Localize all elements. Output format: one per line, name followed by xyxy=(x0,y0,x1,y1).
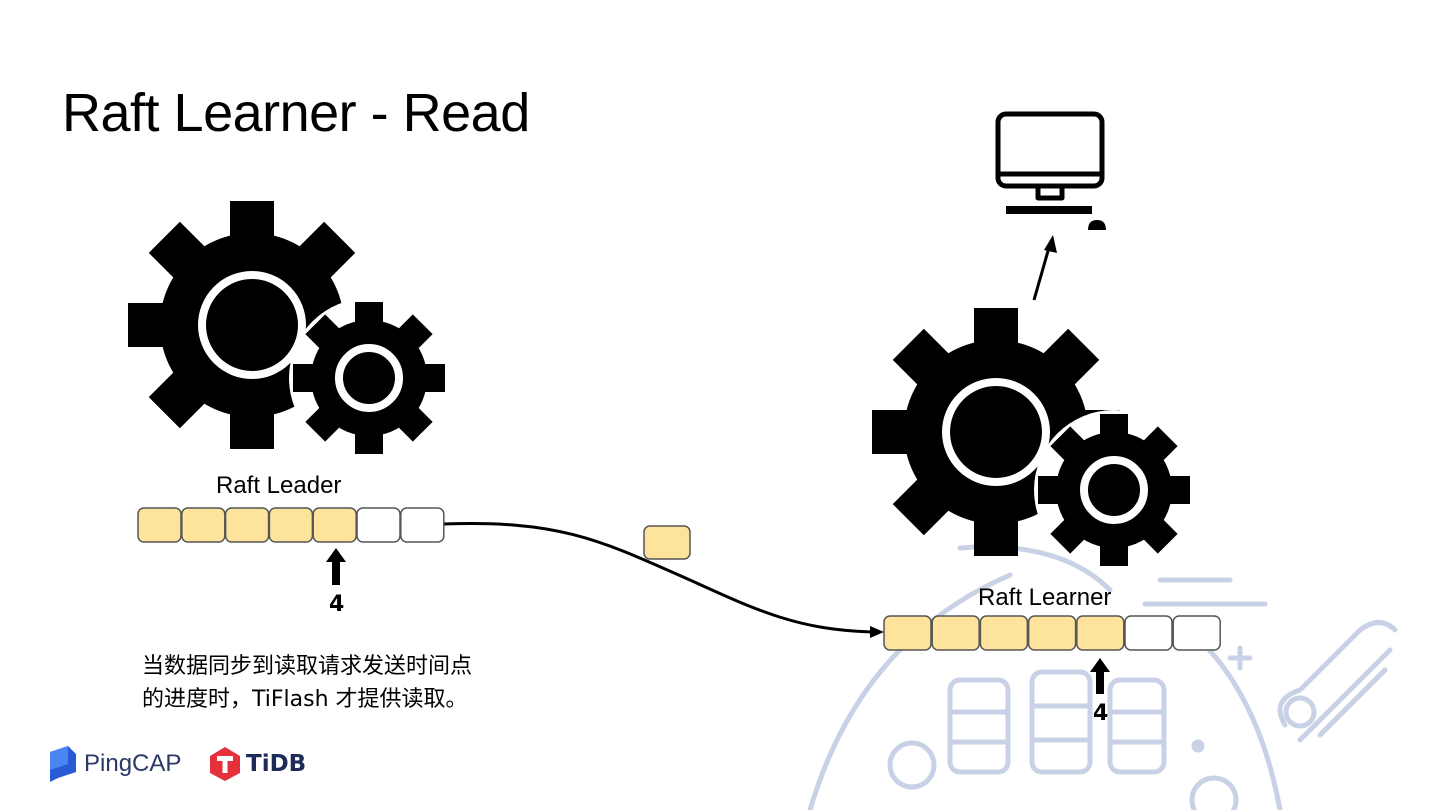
pingcap-logo-icon xyxy=(50,746,76,782)
learner-label: Raft Learner xyxy=(978,584,1112,611)
learner-log-entry-3 xyxy=(979,615,1029,651)
description-text: 当数据同步到读取请求发送时间点 的进度时，TiFlash 才提供读取。 xyxy=(142,650,602,716)
leader-label: Raft Leader xyxy=(216,472,342,499)
learner-log-entry-5 xyxy=(1076,615,1125,651)
learner-gears-icon xyxy=(872,308,1194,570)
description-line-2: 的进度时，TiFlash 才提供读取。 xyxy=(142,687,468,712)
in-flight-log-entry xyxy=(643,525,691,560)
leader-gears-icon xyxy=(128,201,449,458)
learner-log-entry-4 xyxy=(1027,615,1077,651)
leader-log-entry-3 xyxy=(224,507,270,543)
leader-log-entry-1 xyxy=(137,507,182,543)
tidb-logo-text: TiDB xyxy=(246,751,307,777)
learner-log-entry-2 xyxy=(931,615,980,651)
leader-log-entry-7 xyxy=(400,507,445,543)
pingcap-logo-text: PingCAP xyxy=(84,750,182,777)
leader-index-label: 4 xyxy=(329,592,345,617)
learner-index-label: 4 xyxy=(1093,701,1109,726)
replication-arrow xyxy=(442,522,884,638)
leader-log-entry-4 xyxy=(268,507,314,543)
read-arrow xyxy=(1032,235,1057,301)
tidb-logo: TiDB xyxy=(208,746,306,782)
computer-icon xyxy=(995,111,1106,230)
learner-log xyxy=(883,615,1221,651)
leader-log-entry-6 xyxy=(356,507,401,543)
leader-index-arrow xyxy=(326,548,346,585)
leader-log xyxy=(137,507,445,543)
learner-index-arrow xyxy=(1090,658,1110,694)
pingcap-logo: PingCAP xyxy=(48,746,181,782)
learner-log-entry-7 xyxy=(1172,615,1221,651)
learner-log-entry-1 xyxy=(883,615,932,651)
learner-log-entry-6 xyxy=(1124,615,1173,651)
description-line-1: 当数据同步到读取请求发送时间点 xyxy=(142,654,473,679)
leader-log-entry-2 xyxy=(181,507,226,543)
tidb-logo-icon xyxy=(210,747,240,781)
leader-log-entry-5 xyxy=(312,507,357,543)
slide-title: Raft Learner - Read xyxy=(62,83,530,143)
